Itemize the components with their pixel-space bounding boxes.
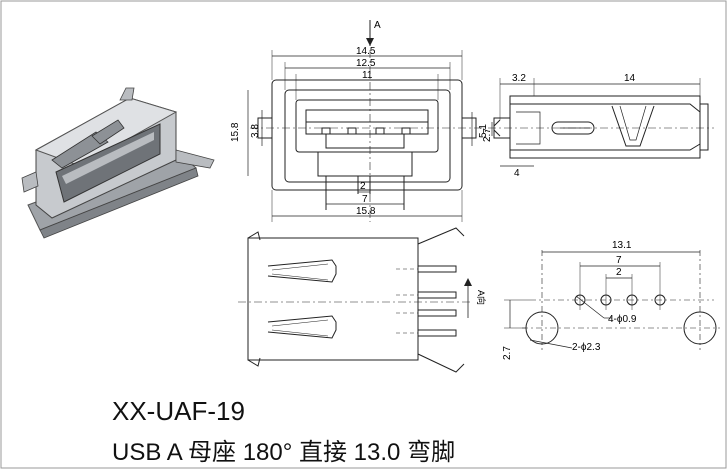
direction-label: A向 bbox=[476, 290, 487, 305]
dim-small-hole: 4-ϕ0.9 bbox=[608, 314, 637, 325]
footprint-labels: 13.1 7 2 4-ϕ0.9 2-ϕ2.3 2.7 bbox=[502, 240, 637, 360]
dim-4: 4 bbox=[514, 168, 520, 179]
dim-height-15-8: 15.8 bbox=[230, 122, 241, 142]
dim-2-7: 2.7 bbox=[482, 128, 493, 142]
front-view-labels: A 14.5 12.5 11 15.8 3.8 5.1 2 7 15.8 bbox=[230, 20, 489, 217]
side-view-labels: 3.2 14 2.7 4 bbox=[482, 73, 636, 179]
front-view bbox=[247, 20, 486, 222]
dim-pin-2: 2 bbox=[360, 181, 366, 192]
dim-2: 2 bbox=[616, 267, 622, 278]
dim-height-3-8: 3.8 bbox=[250, 124, 261, 138]
dim-pin-7: 7 bbox=[362, 194, 368, 205]
dim-14: 14 bbox=[624, 73, 636, 84]
top-view-labels: A向 bbox=[476, 290, 487, 305]
top-view bbox=[238, 227, 472, 373]
pcb-footprint bbox=[504, 250, 720, 350]
dim-7: 7 bbox=[616, 255, 622, 266]
dim-width-11: 11 bbox=[362, 70, 373, 81]
dim-width-14-5: 14.5 bbox=[356, 46, 376, 57]
dim-13-1: 13.1 bbox=[612, 240, 632, 251]
dim-height-5-1: 5.1 bbox=[478, 124, 489, 138]
dim-width-12-5: 12.5 bbox=[356, 58, 376, 69]
dim-big-hole: 2-ϕ2.3 bbox=[572, 342, 601, 353]
side-view bbox=[488, 78, 714, 167]
model-number: XX-UAF-19 bbox=[112, 396, 245, 426]
dim-base-15-8: 15.8 bbox=[356, 206, 376, 217]
view-label-a: A bbox=[374, 20, 381, 31]
product-photo bbox=[21, 87, 215, 239]
dim-3-2: 3.2 bbox=[512, 73, 526, 84]
dim-2-7-vertical: 2.7 bbox=[502, 346, 513, 360]
product-description: USB A 母座 180° 直接 13.0 弯脚 bbox=[112, 439, 456, 466]
